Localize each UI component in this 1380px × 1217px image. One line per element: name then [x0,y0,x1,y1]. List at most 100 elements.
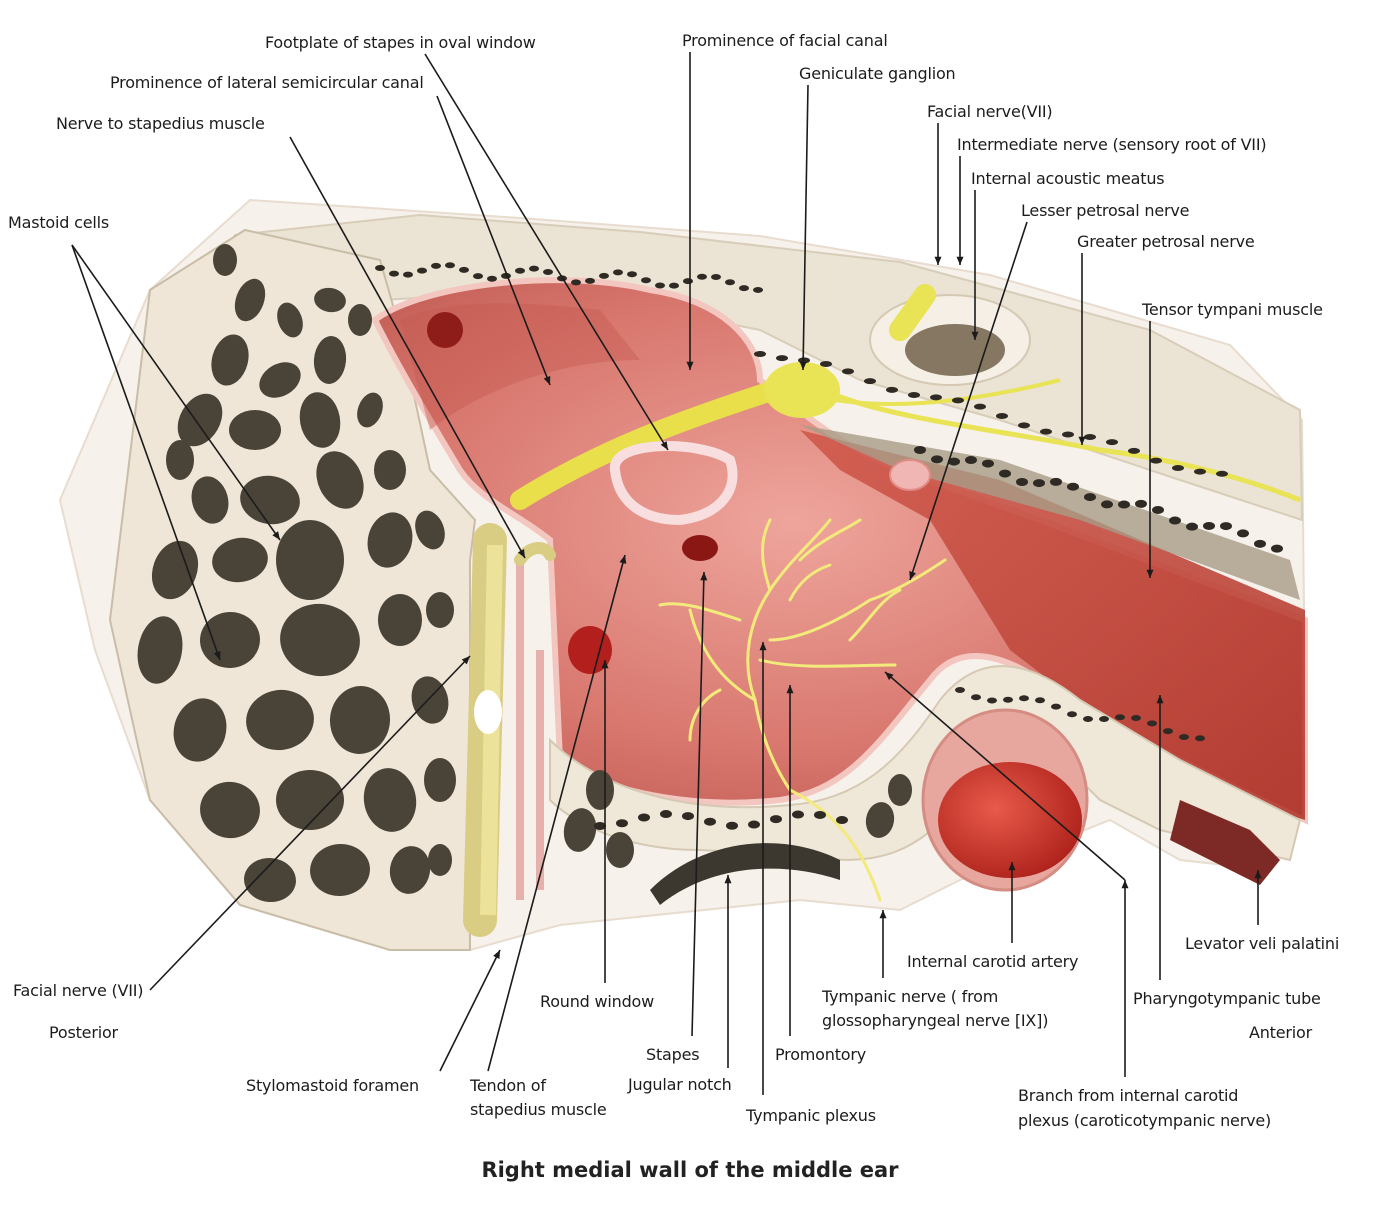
label-pharyngotympanic: Pharyngotympanic tube [1133,988,1321,1010]
mastoid-air-cell [378,594,422,646]
label-footplate-stapes: Footplate of stapes in oval window [265,32,536,54]
bone-spicule [726,822,738,830]
bone-spicule [1150,458,1162,464]
bone-spicule [459,267,469,273]
label-prominence-facial-canal: Prominence of facial canal [682,30,888,52]
bone-spicule [1051,704,1061,710]
bone-spicule [1033,479,1045,487]
bone-spicule [725,279,735,285]
label-internal-acoustic-meatus: Internal acoustic meatus [971,168,1164,190]
bone-spicule [739,285,749,291]
tensor-tendon-opening [890,460,930,490]
bone-spicule [1203,522,1215,530]
bone-spicule [1115,714,1125,720]
bone-spicule [1050,478,1062,486]
label-jugular-notch: Jugular notch [628,1074,732,1096]
label-mastoid-cells: Mastoid cells [8,212,109,234]
bone-spicule [515,268,525,274]
leader-arrowhead [879,910,886,918]
mastoid-air-cell [428,844,452,876]
bone-spicule [1018,422,1030,428]
bone-spicule [473,273,483,279]
bone-spicule [1147,720,1157,726]
bone-spicule [585,278,595,284]
bone-spicule [487,276,497,282]
bone-spicule [1128,448,1140,454]
bone-spicule [1118,501,1130,509]
bone-spicule [1084,493,1096,501]
label-tympanic-plexus: Tympanic plexus [746,1105,876,1127]
bone-spicule [1194,469,1206,475]
geniculate-ganglion-shape [764,362,840,418]
bone-spicule [638,814,650,822]
bone-spicule [417,268,427,274]
bone-spicule [1135,500,1147,508]
bone-spicule [842,368,854,374]
bone-spicule [748,821,760,829]
bone-spicule [836,816,848,824]
bone-spicule [641,277,651,283]
bone-spicule [987,698,997,704]
bone-spicule [1084,434,1096,440]
bone-spicule [1016,478,1028,486]
mastoid-air-cell [348,304,372,336]
label-anterior: Anterior [1249,1022,1312,1044]
bone-spicule [820,361,832,367]
label-tendon-line1: Tendon of [470,1075,546,1097]
label-nerve-to-stapedius: Nerve to stapedius muscle [56,113,265,135]
label-geniculate-ganglion: Geniculate ganglion [799,63,956,85]
bone-spicule [908,392,920,398]
bone-spicule [1040,429,1052,435]
bone-spicule [1019,695,1029,701]
bone-spicule [776,355,788,361]
bone-spicule [814,811,826,819]
leader-arrowhead [934,257,941,265]
bone-spicule [1216,471,1228,477]
label-promontory: Promontory [775,1044,866,1066]
bone-spicule [660,810,672,818]
bone-spicule [753,287,763,293]
bone-spicule [1195,735,1205,741]
bone-spicule [1237,529,1249,537]
aditus-opening [427,312,463,348]
bone-spicule [792,811,804,819]
bone-spicule [704,818,716,826]
label-stylomastoid: Stylomastoid foramen [246,1075,419,1097]
mastoid-air-cell [276,520,344,600]
bone-spicule [955,687,965,693]
label-posterior: Posterior [49,1022,118,1044]
bone-spicule [971,694,981,700]
bone-spicule [1163,728,1173,734]
label-tympanic-nerve-line1: Tympanic nerve ( from [822,986,998,1008]
bone-spicule [599,273,609,279]
mastoid-air-cell [374,450,406,490]
mastoid-air-cell [888,774,912,806]
bone-spicule [1062,432,1074,438]
bone-spicule [389,271,399,277]
leader-arrowhead [956,257,963,265]
label-tympanic-nerve-line2: glossopharyngeal nerve [IX]) [822,1010,1048,1032]
label-prominence-lateral-canal: Prominence of lateral semicircular canal [110,72,424,94]
bone-spicule [1083,716,1093,722]
leader-line [440,950,500,1071]
mastoid-air-cell [276,770,344,830]
label-tensor-tympani: Tensor tympani muscle [1142,299,1323,321]
bone-spicule [996,413,1008,419]
bone-spicule [1003,697,1013,703]
bone-spicule [697,274,707,280]
bone-spicule [529,266,539,272]
bone-spicule [403,272,413,278]
label-facial-nerve-top: Facial nerve(VII) [927,101,1052,123]
label-lesser-petrosal: Lesser petrosal nerve [1021,200,1189,222]
mastoid-air-cell [166,440,194,480]
bone-spicule [864,378,876,384]
bone-spicule [1131,715,1141,721]
bone-spicule [627,271,637,277]
bone-spicule [543,269,553,275]
bone-spicule [1035,697,1045,703]
bone-spicule [375,265,385,271]
bone-spicule [711,274,721,280]
meatus-opening [905,324,1005,376]
